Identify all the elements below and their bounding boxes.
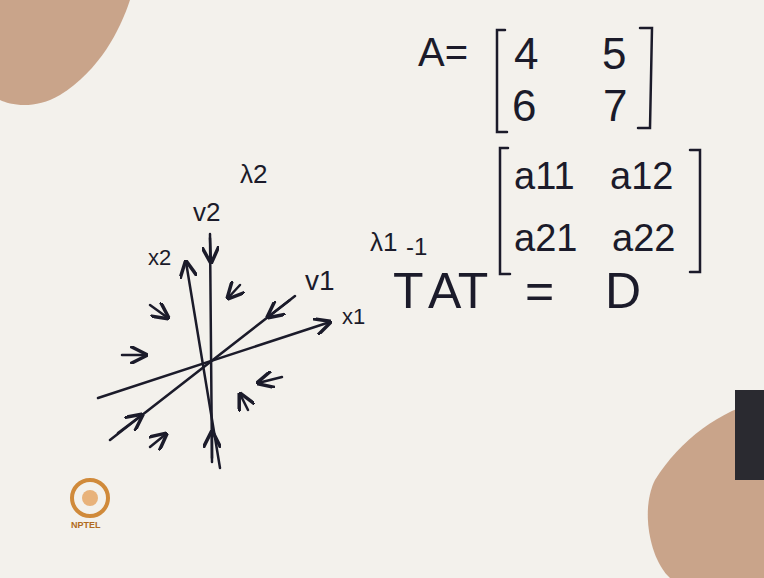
matrix-entry: a11 — [514, 156, 575, 198]
matrix-bracket — [500, 148, 510, 274]
flow-arrow — [122, 354, 146, 357]
logo-text: NPTEL — [71, 521, 101, 531]
matrix-entry: 7 — [603, 82, 627, 130]
eigenvector-line — [210, 234, 212, 462]
eigenvector-line — [110, 296, 295, 440]
logo-core — [82, 490, 98, 506]
marker-pen — [735, 390, 764, 480]
nptel-logo — [72, 480, 108, 516]
matrix-entry: 6 — [512, 82, 536, 130]
matrix-bracket — [638, 28, 652, 128]
axis-label: x1 — [342, 305, 365, 329]
eigenvector-label: v2 — [193, 198, 220, 227]
eigenvalue-label: λ1 — [370, 228, 397, 257]
flow-arrow — [228, 285, 240, 298]
matrix-entry: 5 — [602, 30, 626, 78]
hand — [0, 0, 130, 105]
matrix-entry: a22 — [612, 218, 675, 260]
exponent: -1 — [406, 234, 427, 260]
flow-arrow — [150, 434, 166, 447]
matrix-bracket — [690, 150, 700, 272]
matrix-entry: a12 — [610, 156, 673, 198]
matrix-entry: a21 — [514, 218, 577, 260]
matrix-name: A= — [418, 30, 468, 74]
flow-arrow — [240, 394, 248, 410]
eigenvector-label: v1 — [305, 266, 335, 297]
flow-arrow — [118, 415, 142, 433]
flow-arrow — [150, 305, 168, 318]
axis-label: x2 — [148, 246, 171, 270]
matrix-bracket — [497, 30, 507, 132]
flow-arrow — [211, 432, 214, 458]
flow-arrow — [268, 300, 290, 317]
equation-term: T — [393, 264, 424, 319]
eigenvalue-label: λ2 — [240, 160, 267, 189]
flow-arrow — [258, 377, 282, 383]
x2-axis — [186, 262, 220, 468]
matrix-entry: 4 — [514, 30, 538, 78]
logo-ring — [72, 480, 108, 516]
equation-term: D — [605, 264, 641, 319]
flow-arrow — [210, 238, 211, 262]
equation-sign: = — [525, 264, 554, 319]
equation-term: AT — [428, 264, 488, 319]
